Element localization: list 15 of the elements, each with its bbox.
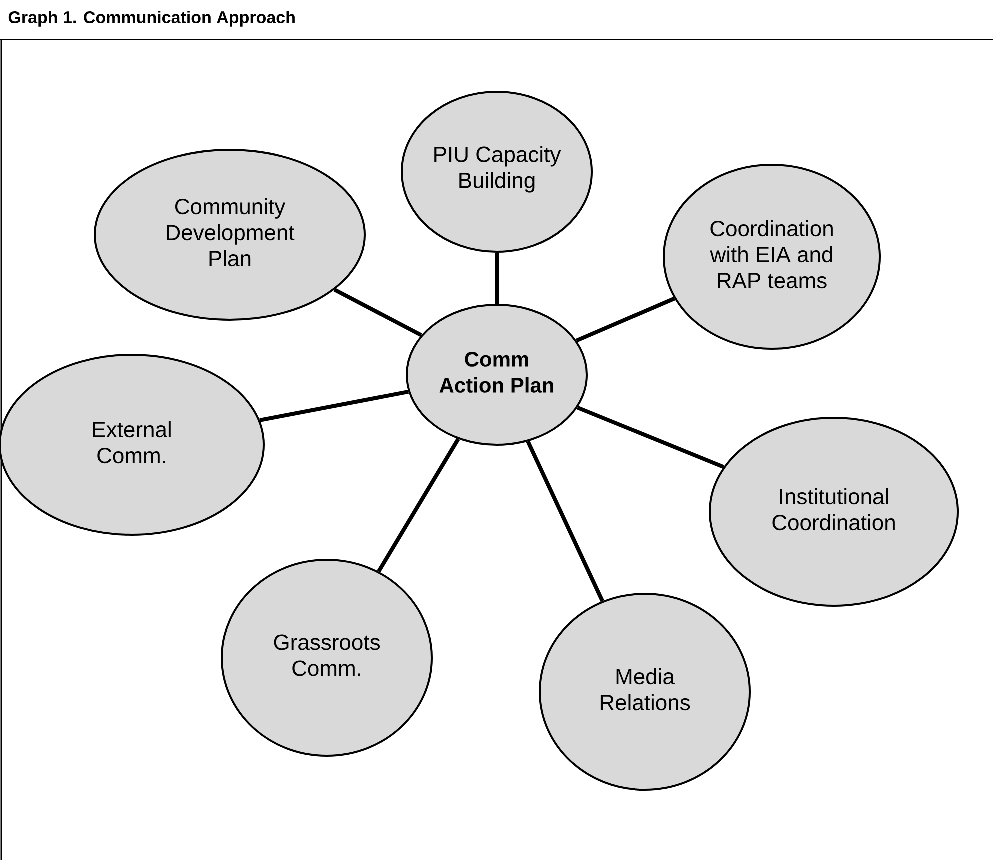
ellipse-node: Community Development Plan — [94, 149, 366, 321]
connector-line — [526, 440, 604, 602]
connector-line — [260, 390, 410, 422]
ellipse-node: Institutional Coordination — [709, 417, 959, 607]
ellipse-node: Comm Action Plan — [406, 304, 588, 446]
connector-line — [576, 296, 676, 343]
ellipse-node: Grassroots Comm. — [221, 559, 433, 757]
ellipse-node: PIU Capacity Building — [401, 91, 593, 253]
connector-line — [334, 288, 422, 338]
ellipse-node: Media Relations — [539, 593, 751, 791]
connector-line — [377, 438, 460, 573]
ellipse-node: Coordination with EIA and RAP teams — [663, 164, 881, 350]
connector-line — [576, 406, 725, 470]
title: Graph 1. Communication Approach — [8, 11, 295, 27]
connector-line — [495, 253, 499, 304]
